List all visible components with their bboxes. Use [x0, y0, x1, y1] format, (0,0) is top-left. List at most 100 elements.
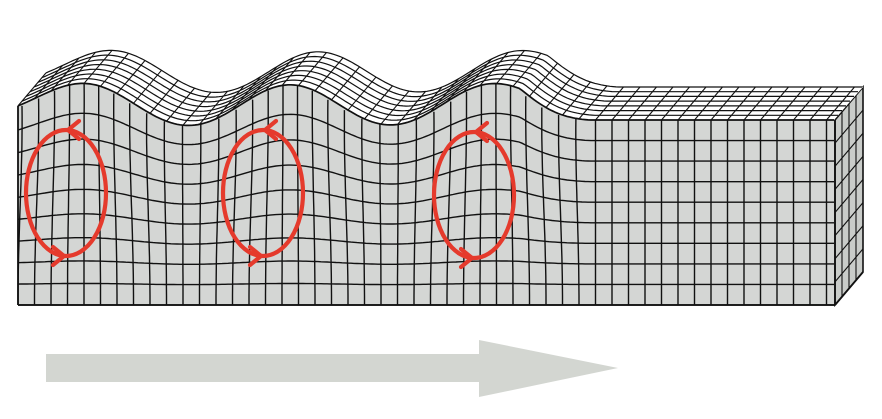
front-grid-line	[50, 90, 56, 305]
orbit-arrowhead	[262, 118, 279, 142]
top-grid-line	[21, 78, 838, 122]
top-grid-line	[281, 52, 311, 86]
front-grid-line	[327, 99, 333, 305]
top-grid-line	[793, 86, 822, 121]
front-grid-line	[163, 121, 168, 305]
front-face	[18, 83, 835, 306]
top-grid-line	[463, 58, 492, 93]
top-grid-line	[215, 85, 245, 120]
top-grid-line	[41, 54, 858, 98]
top-grid-line	[611, 86, 641, 121]
front-grid-line	[343, 110, 349, 305]
front-grid-line	[145, 113, 151, 305]
top-grid-line	[347, 76, 377, 111]
front-grid-line	[379, 124, 382, 305]
orbit-arrowhead	[247, 244, 264, 268]
particle-orbit-3	[431, 120, 517, 270]
top-grid-line	[50, 57, 80, 92]
top-grid-line	[727, 86, 756, 121]
top-grid-line	[694, 86, 723, 121]
top-grid-line	[496, 50, 525, 84]
top-grid-line	[776, 86, 806, 121]
front-grid-line	[361, 118, 366, 305]
front-grid-line	[97, 86, 102, 305]
front-grid-line	[181, 125, 184, 305]
top-grid-line	[743, 86, 773, 121]
front-grid-line	[17, 138, 834, 166]
particle-orbit-2	[220, 118, 306, 268]
top-grid-line	[33, 63, 850, 108]
front-grid-line	[396, 124, 399, 305]
top-grid-line	[628, 86, 657, 121]
top-grid-line	[17, 82, 834, 127]
top-grid-line	[677, 86, 707, 121]
top-grid-line	[380, 90, 410, 125]
top-grid-line	[133, 69, 162, 104]
front-grid-line	[17, 188, 834, 205]
front-grid-line	[281, 85, 284, 305]
top-grid-line	[446, 68, 476, 102]
particle-orbits	[23, 118, 517, 270]
top-grid-line	[397, 91, 426, 125]
top-grid-line	[529, 62, 558, 97]
orbit-arrowhead	[65, 118, 82, 142]
top-grid-line	[166, 87, 195, 122]
front-grid-line	[33, 98, 40, 305]
top-grid-line	[182, 91, 212, 126]
front-grid-line	[17, 236, 834, 245]
top-grid-line	[413, 86, 443, 121]
front-grid-line	[446, 101, 452, 305]
block-edge	[834, 271, 864, 306]
top-grid-line	[116, 60, 146, 94]
top-grid-line	[578, 85, 608, 120]
top-grid-line	[100, 52, 129, 87]
front-grid-line	[495, 83, 498, 305]
front-grid-line	[311, 90, 316, 305]
front-grid-line	[413, 119, 418, 305]
front-grid-line	[429, 111, 435, 305]
front-grid-line	[509, 86, 514, 305]
top-grid-line	[29, 68, 846, 112]
orbit-arrowhead	[473, 120, 490, 144]
top-grid-line	[826, 86, 855, 121]
front-grid-line	[17, 213, 834, 225]
front-grid-line	[17, 112, 834, 146]
top-grid-line	[512, 52, 542, 87]
top-grid-line	[595, 86, 624, 121]
top-grid-line	[545, 74, 575, 108]
top-grid-line	[314, 57, 344, 92]
top-grid-line	[34, 65, 63, 99]
front-grid-line	[66, 85, 71, 305]
top-grid-line	[331, 66, 360, 101]
top-grid-line	[45, 49, 862, 94]
top-grid-line	[67, 51, 96, 86]
top-grid-line	[562, 81, 591, 116]
propagation-arrow-group	[46, 340, 618, 397]
front-grid-line	[128, 103, 135, 305]
wave-block	[17, 49, 864, 308]
top-grid-line	[479, 52, 509, 86]
top-grid-line	[149, 79, 179, 114]
top-grid-line	[430, 78, 459, 113]
top-grid-line	[710, 86, 740, 121]
front-grid-line	[17, 163, 834, 185]
top-grid-line	[265, 57, 294, 91]
front-grid-line	[17, 282, 834, 286]
top-grid-line	[25, 73, 842, 117]
top-grid-line	[83, 50, 113, 84]
front-grid-line	[215, 118, 220, 305]
particle-orbit-1	[23, 118, 109, 268]
top-grid-line	[364, 85, 393, 120]
top-grid-line	[17, 72, 47, 107]
top-grid-line	[644, 86, 674, 121]
front-grid-line	[198, 124, 202, 305]
front-grid-line	[112, 93, 118, 305]
front-grid-line	[575, 118, 580, 305]
top-grid-line	[232, 76, 261, 111]
front-grid-line	[231, 109, 237, 305]
front-grid-line	[296, 85, 300, 305]
top-grid-line	[298, 52, 327, 86]
top-grid-line	[661, 86, 690, 121]
front-grid-line	[17, 260, 834, 265]
